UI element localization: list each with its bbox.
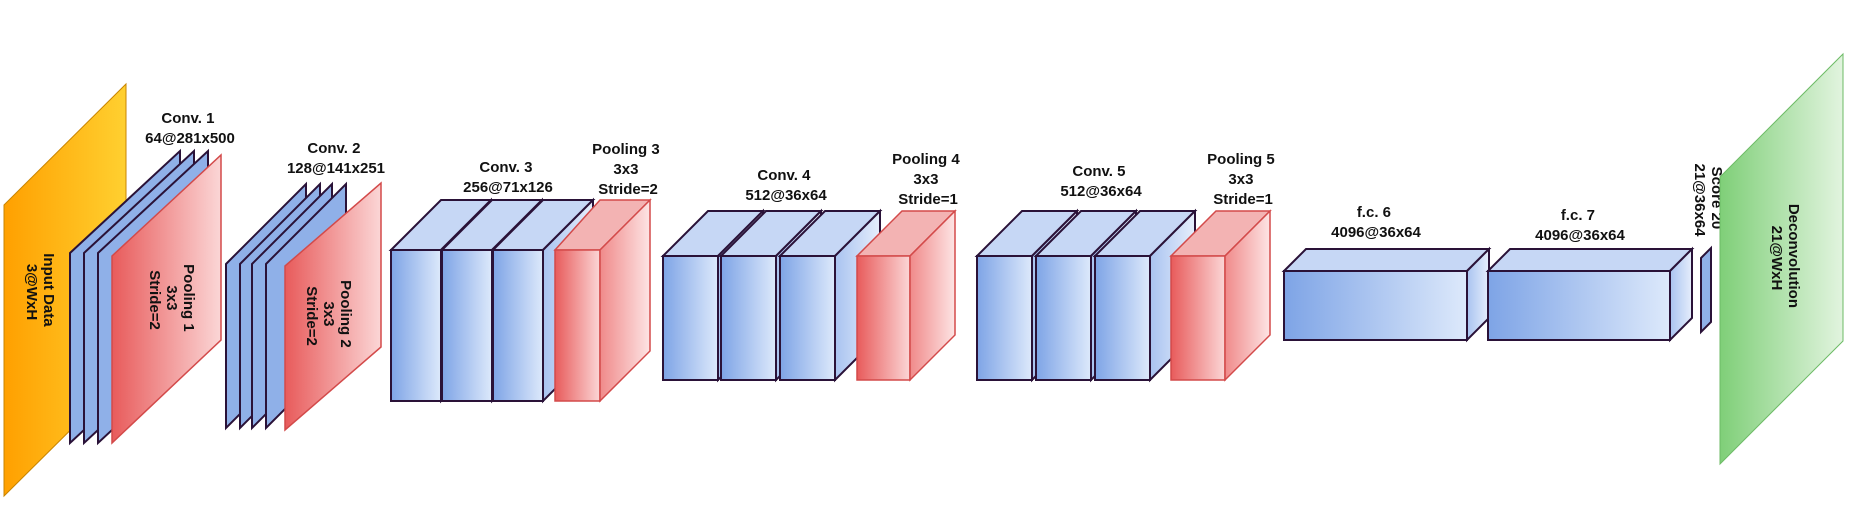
deconv-label: Deconvolution (1785, 204, 1802, 308)
conv1-label: Conv. 1 (161, 110, 214, 127)
svg-text:Input Data 3@WxH: Input Data 3@WxH (23, 253, 57, 331)
pool4-label: Pooling 4 (892, 151, 960, 168)
conv2-label: Conv. 2 (307, 140, 360, 157)
svg-text:Deconvolution 21@WxH: Deconvolution 21@WxH (1768, 204, 1802, 312)
svg-text:Pooling 2 3x3 Stri: Pooling 2 3x3 Stride=2 (303, 280, 354, 352)
conv4-label: Conv. 4 (757, 167, 811, 184)
fc6-layer: f.c. 6 4096@36x64 (1281, 204, 1492, 343)
input-dims: 3@WxH (23, 264, 40, 320)
conv2-dims: 128@141x251 (287, 160, 385, 177)
conv3-label: Conv. 3 (479, 159, 532, 176)
pool3-layer: Pooling 3 3x3 Stride=2 (553, 141, 664, 403)
conv5-layer: Conv. 5 512@36x64 (974, 163, 1198, 383)
svg-text:Pooling 4 3x3 Stri: Pooling 4 3x3 Stride=1 (892, 151, 964, 208)
svg-text:Conv. 5 512@36x64: Conv. 5 512@36x64 (1060, 163, 1142, 200)
pool4-layer: Pooling 4 3x3 Stride=1 (855, 151, 964, 382)
svg-text:Conv. 3 256@71x126: Conv. 3 256@71x126 (463, 159, 553, 196)
pool5-kernel: 3x3 (1228, 171, 1253, 188)
deconv-layer: Deconvolution 21@WxH (1719, 52, 1844, 466)
conv1-dims: 64@281x500 (145, 130, 235, 147)
pool2-label: Pooling 2 (337, 280, 354, 348)
score-dims: 21@36x64 (1691, 163, 1708, 237)
pool5-stride: Stride=1 (1213, 191, 1273, 208)
pool1-layer: Pooling 1 3x3 Stride=2 (111, 153, 222, 445)
pool1-kernel: 3x3 (163, 285, 180, 310)
fc6-dims: 4096@36x64 (1331, 224, 1421, 241)
conv4-dims: 512@36x64 (745, 187, 827, 204)
svg-text:Conv. 4 512@36x64: Conv. 4 512@36x64 (745, 167, 827, 204)
input-label: Input Data (40, 253, 57, 327)
conv4-layer: Conv. 4 512@36x64 (660, 167, 883, 383)
svg-text:Pooling 3 3x3 Stri: Pooling 3 3x3 Stride=2 (592, 141, 664, 198)
pool3-label: Pooling 3 (592, 141, 660, 158)
conv3-dims: 256@71x126 (463, 179, 553, 196)
svg-text:f.c. 7 4096@36x64: f.c. 7 4096@36x64 (1535, 207, 1625, 244)
fc7-layer: f.c. 7 4096@36x64 (1485, 207, 1695, 343)
pool2-kernel: 3x3 (320, 301, 337, 326)
svg-text:f.c. 6 4096@36x64: f.c. 6 4096@36x64 (1331, 204, 1421, 241)
pool3-stride: Stride=2 (598, 181, 658, 198)
pool1-stride: Stride=2 (146, 270, 163, 330)
svg-text:Conv. 1 64@281x500: Conv. 1 64@281x500 (145, 110, 235, 147)
fc7-label: f.c. 7 (1561, 207, 1595, 224)
pool1-label: Pooling 1 (180, 264, 197, 332)
pool2-stride: Stride=2 (303, 286, 320, 346)
pool4-stride: Stride=1 (898, 191, 958, 208)
pool3-kernel: 3x3 (613, 161, 638, 178)
conv5-label: Conv. 5 (1072, 163, 1125, 180)
svg-text:Pooling 1 3x3 Stri: Pooling 1 3x3 Stride=2 (146, 264, 197, 336)
pool4-kernel: 3x3 (913, 171, 938, 188)
fc7-dims: 4096@36x64 (1535, 227, 1625, 244)
pool5-label: Pooling 5 (1207, 151, 1275, 168)
svg-text:Conv. 2 128@141x251: Conv. 2 128@141x251 (287, 140, 385, 177)
pool2-layer: Pooling 2 3x3 Stride=2 (284, 181, 382, 432)
conv5-dims: 512@36x64 (1060, 183, 1142, 200)
svg-text:Pooling 5 3x3 Stri: Pooling 5 3x3 Stride=1 (1207, 151, 1279, 208)
pool5-layer: Pooling 5 3x3 Stride=1 (1169, 151, 1279, 382)
fc6-label: f.c. 6 (1357, 204, 1391, 221)
deconv-dims: 21@WxH (1768, 226, 1785, 291)
